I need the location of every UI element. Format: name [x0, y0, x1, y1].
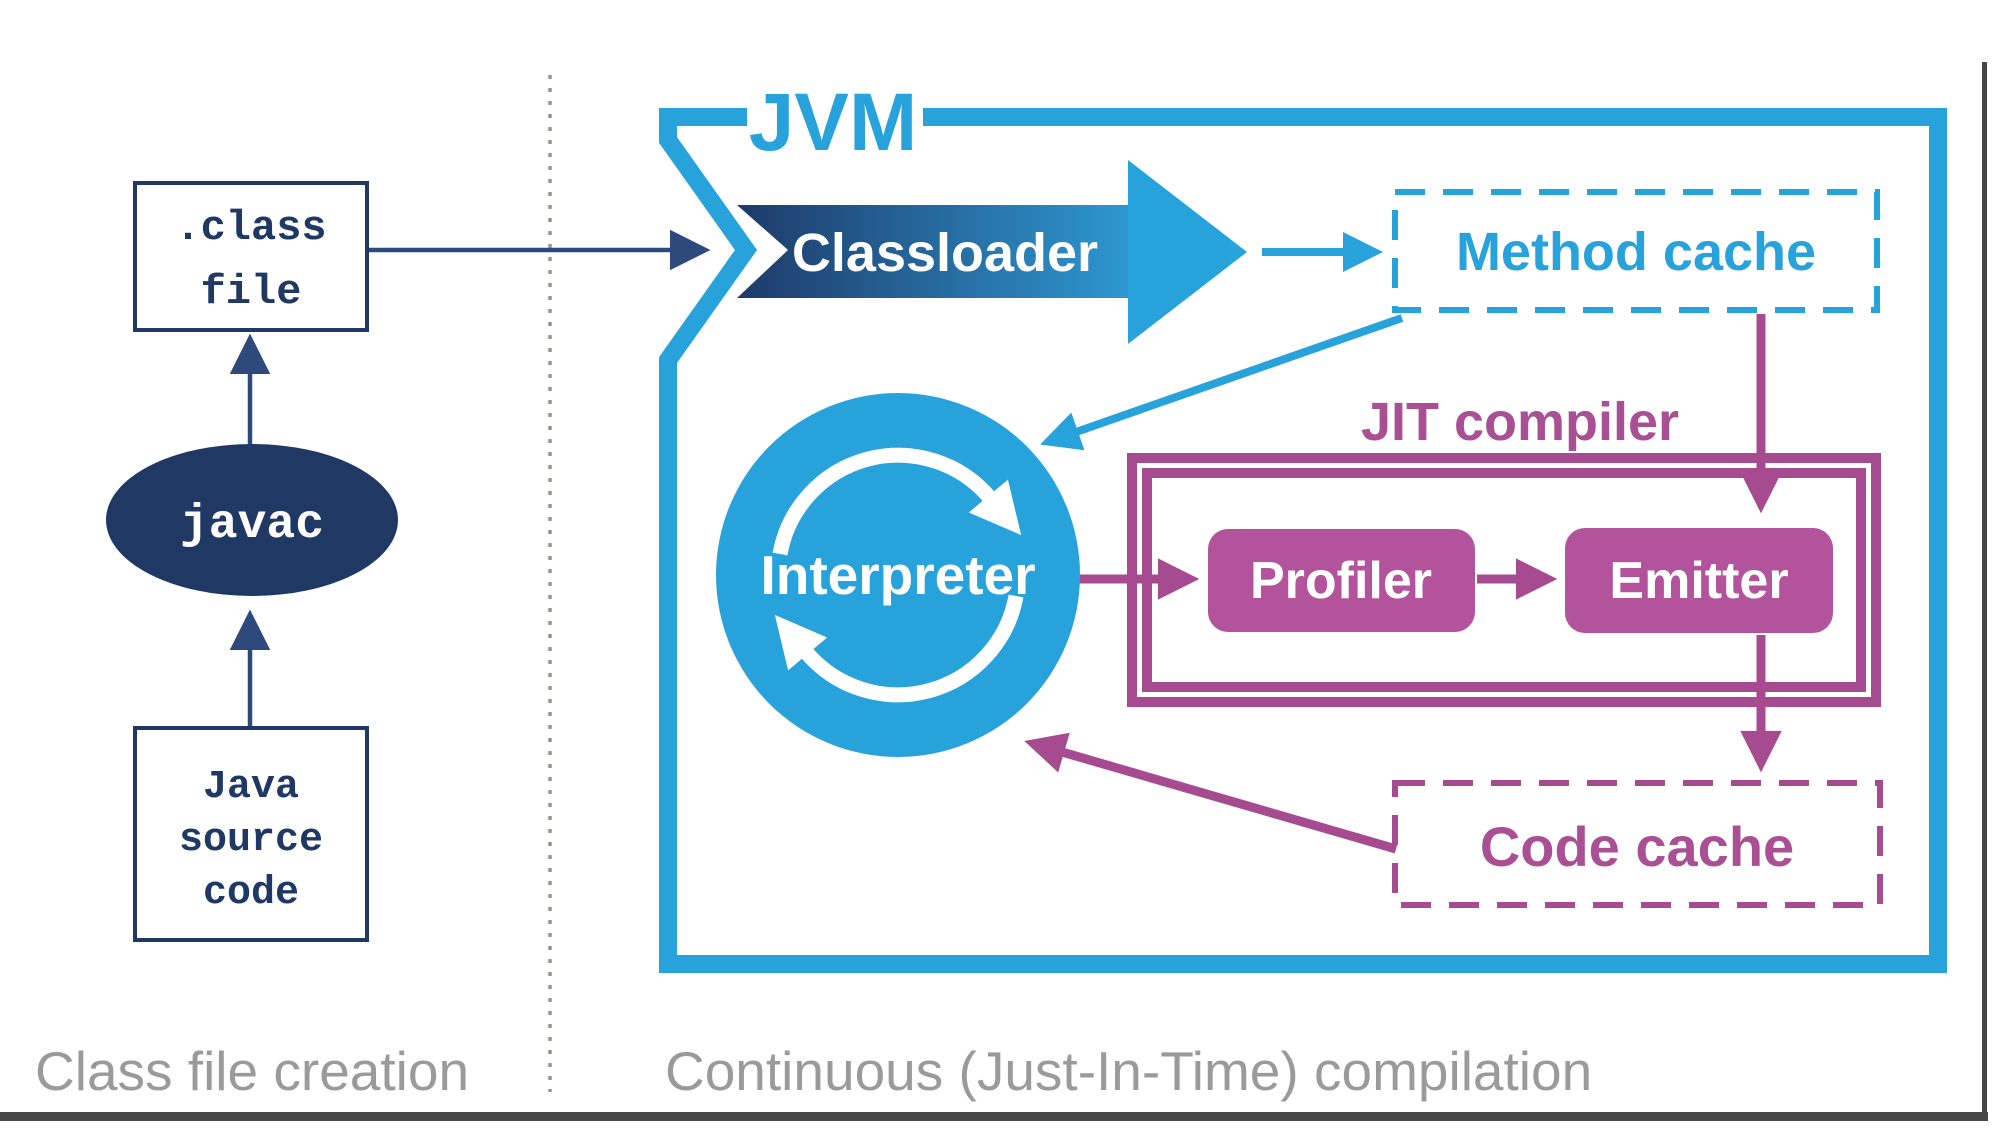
interpreter-cycle-top-arrow-icon — [772, 447, 1022, 556]
classloader-label: Classloader — [792, 223, 1098, 283]
caption-continuous-jit-compilation: Continuous (Just-In-Time) compilation — [665, 1040, 1592, 1102]
emitter-label: Emitter — [1609, 552, 1788, 610]
classloader-band — [737, 205, 1130, 298]
classloader-arrowhead — [1128, 160, 1247, 344]
caption-class-file-creation: Class file creation — [35, 1040, 469, 1102]
java-source-label-line1: Java — [203, 765, 299, 810]
java-source-label-line2: source — [179, 818, 323, 863]
class-file-creation-section: .class file javac Java source code Class… — [35, 181, 711, 1102]
interpreter-label: Interpreter — [760, 544, 1035, 606]
arrow-methodcache-to-interpreter — [1040, 314, 1404, 451]
interpreter-cycle-bottom-arrow-icon — [774, 594, 1024, 703]
jit-compiler-label: JIT compiler — [1361, 392, 1679, 452]
java-source-label-line3: code — [203, 871, 299, 916]
jit-compiler-inner-box — [1142, 468, 1866, 692]
class-file-label-line1: .class — [175, 204, 326, 252]
jvm-border — [659, 108, 1947, 973]
java-source-box — [133, 726, 369, 942]
arrow-codecache-to-interpreter — [1024, 732, 1398, 854]
code-cache-box — [1392, 780, 1883, 908]
frame-right-line — [1982, 62, 1987, 1121]
class-file-box — [133, 181, 369, 332]
method-cache-label: Method cache — [1456, 222, 1816, 282]
jvm-section: JVM Classloader Method cache Interpreter… — [659, 77, 1947, 1102]
emitter-box — [1565, 528, 1833, 633]
method-cache-box — [1392, 189, 1880, 313]
jvm-label: JVM — [749, 77, 918, 168]
javac-label: javac — [180, 498, 324, 552]
class-file-label-line2: file — [201, 268, 302, 316]
jit-compiler-outer-box — [1127, 453, 1881, 707]
profiler-label: Profiler — [1250, 552, 1432, 610]
code-cache-label: Code cache — [1480, 815, 1794, 878]
frame-bottom-line — [0, 1112, 1988, 1121]
profiler-box — [1208, 529, 1475, 632]
javac-ellipse — [106, 444, 398, 596]
